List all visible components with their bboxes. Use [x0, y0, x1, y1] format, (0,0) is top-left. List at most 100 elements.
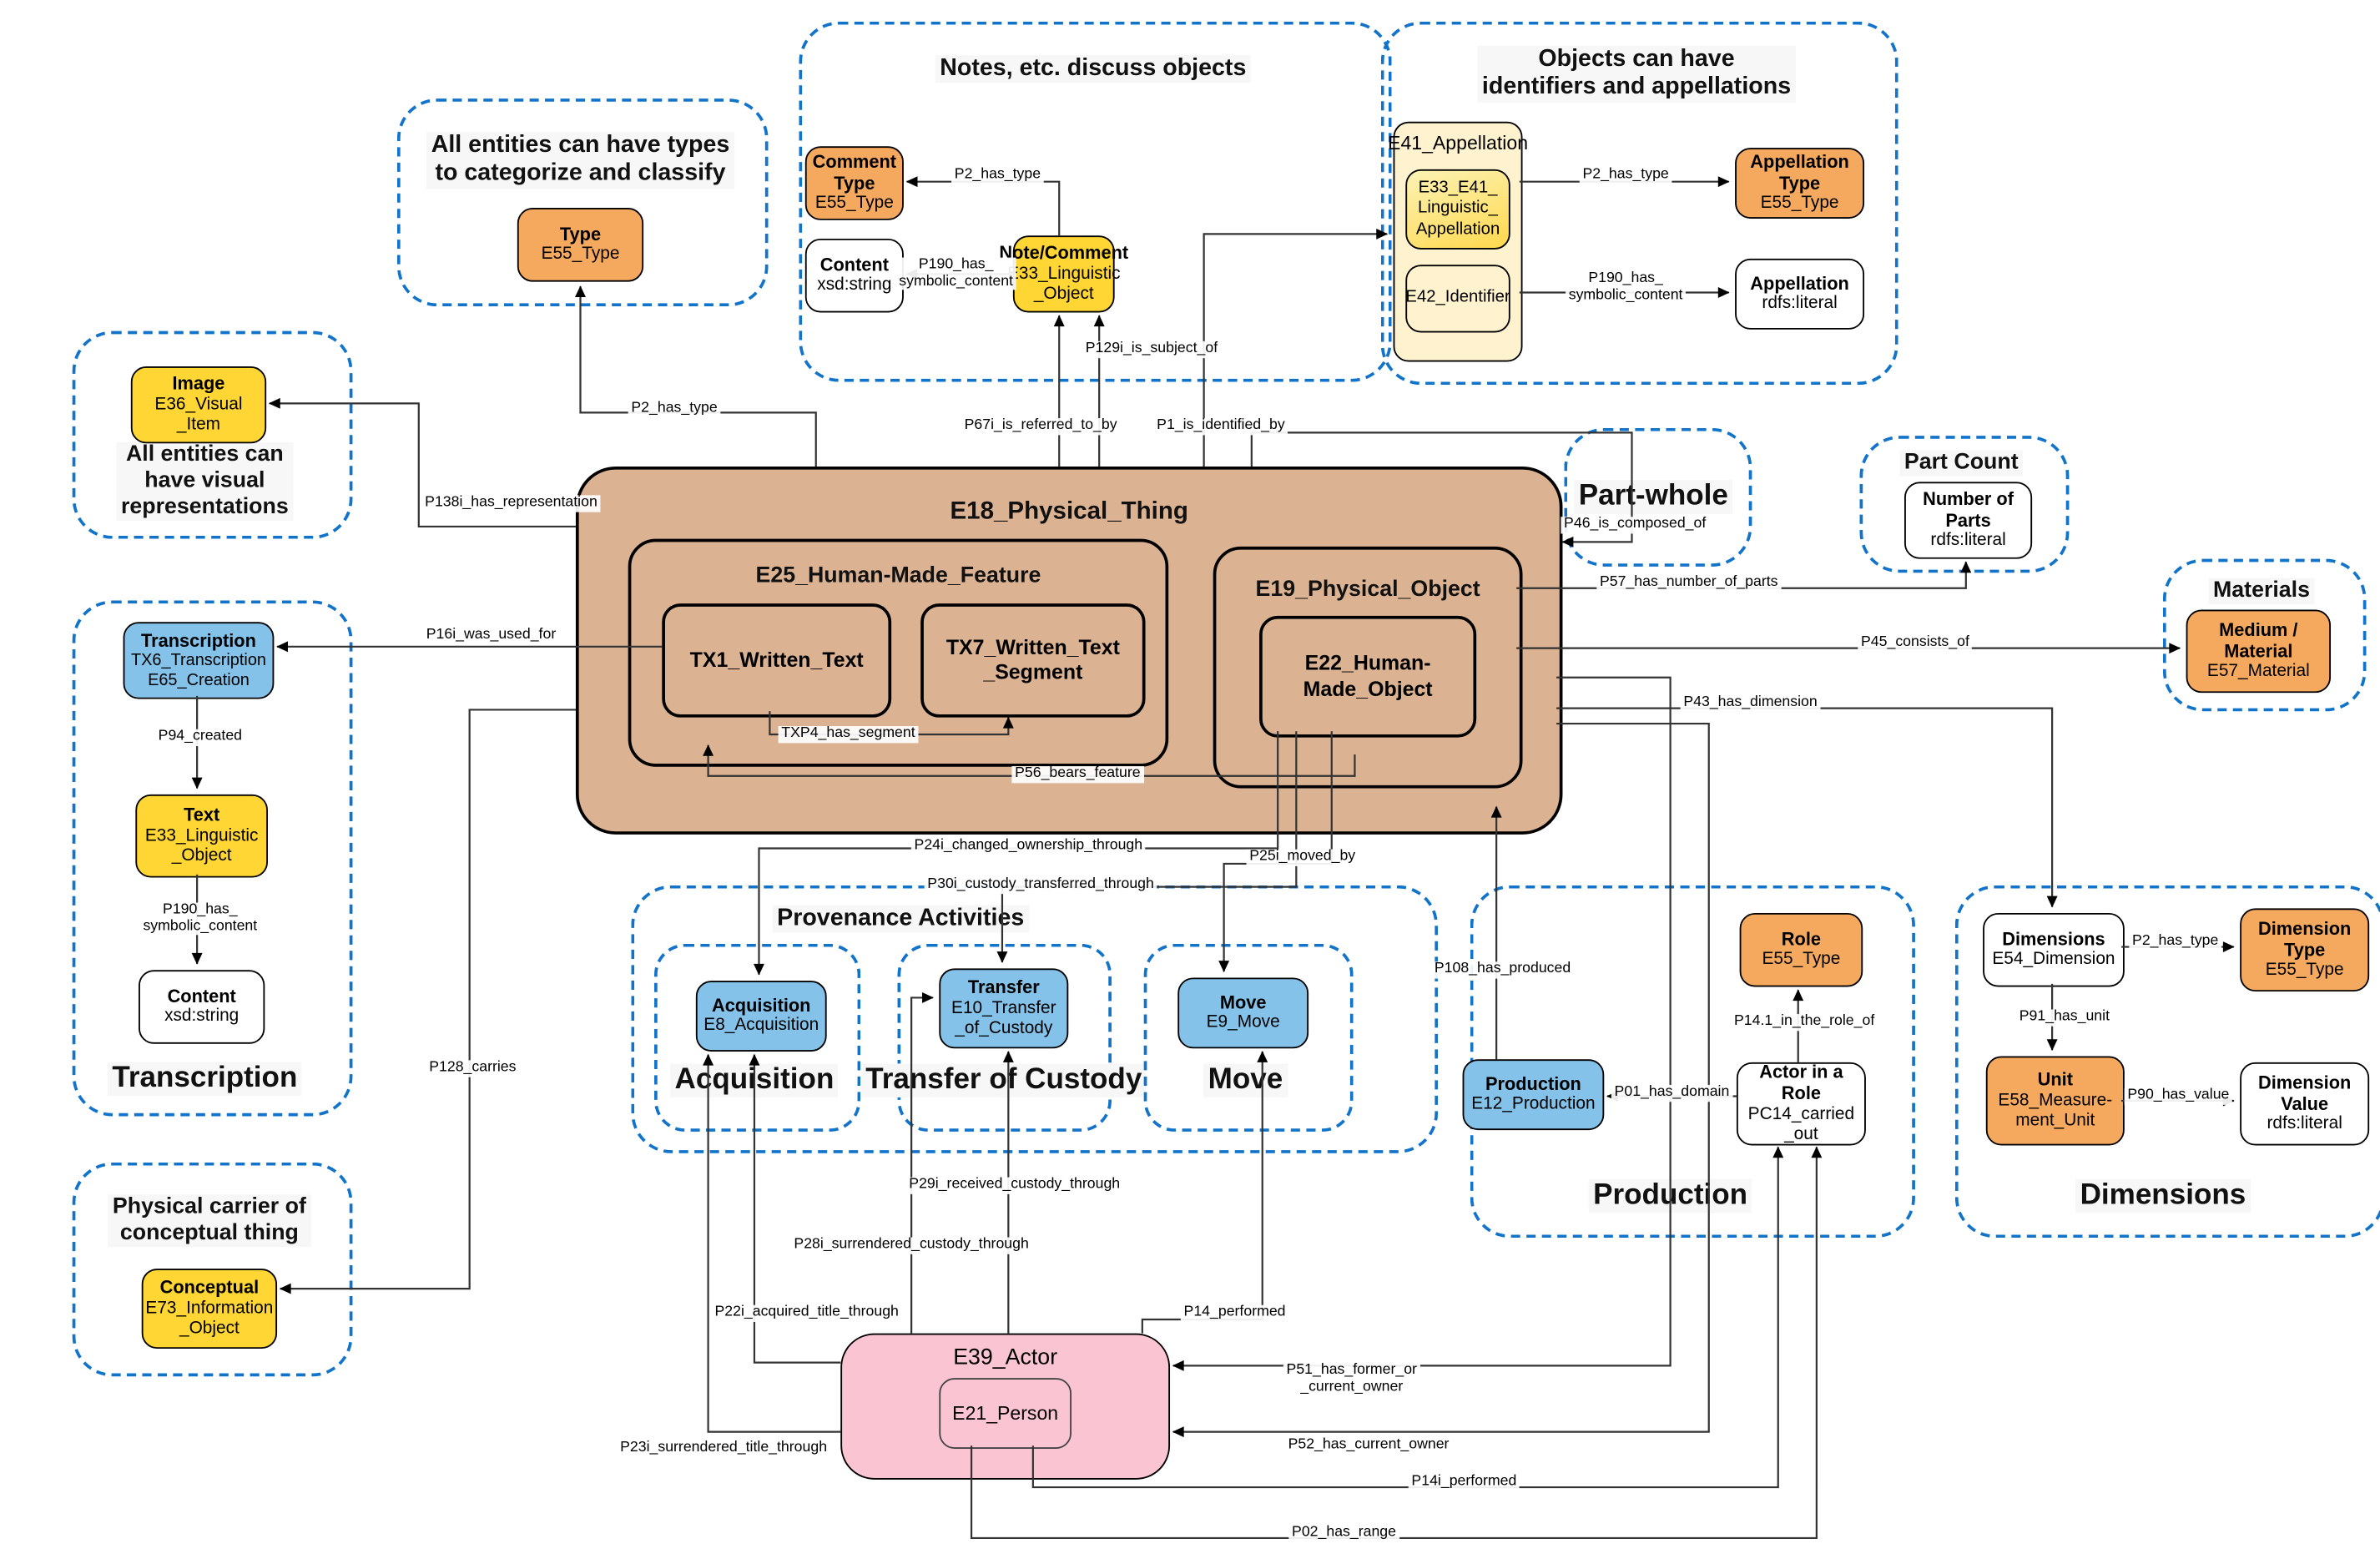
edge-label-p2-notes[interactable]: P2_has_type [951, 166, 1044, 184]
node-comment-type[interactable]: Comment Type E55_Type [804, 146, 904, 220]
region-carrier-title: Physical carrier of conceptual thing [108, 1194, 311, 1248]
region-identifiers[interactable] [1380, 21, 1898, 386]
node-dim-value-title: Dimension Value [2258, 1072, 2352, 1116]
edge-label-txp4[interactable]: TXP4_has_segment [778, 725, 919, 743]
node-text[interactable]: Text E33_Linguistic _Object [135, 794, 268, 878]
node-type[interactable]: Type E55_Type [517, 208, 644, 282]
edge-label-p01[interactable]: P01_has_domain [1611, 1084, 1733, 1102]
node-e22-human-made-object[interactable]: E22_Human- Made_Object [1259, 615, 1477, 738]
node-acquisition-title: Acquisition [711, 995, 811, 1017]
edge-label-p57[interactable]: P57_has_number_of_parts [1596, 574, 1782, 593]
edge-label-p190-left[interactable]: P190_has_ symbolic_content [139, 901, 260, 936]
region-notes-title: Notes, etc. discuss objects [935, 55, 1251, 83]
region-materials-title: Materials [2208, 578, 2315, 605]
node-appellation[interactable]: Appellation rdfs:literal [1735, 258, 1865, 330]
node-role[interactable]: Role E55_Type [1739, 912, 1863, 987]
edge-label-p2-dim[interactable]: P2_has_type [2129, 933, 2222, 951]
edge-label-p43[interactable]: P43_has_dimension [1680, 694, 1821, 712]
node-dim-type-sub: E55_Type [2265, 961, 2344, 980]
edge-label-p51[interactable]: P51_has_former_or _current_owner [1283, 1361, 1420, 1396]
node-role-sub: E55_Type [1762, 950, 1841, 969]
edge-label-p22i[interactable]: P22i_acquired_title_through [711, 1304, 902, 1322]
node-medium-material[interactable]: Medium / Material E57_Material [2186, 609, 2332, 694]
edge-label-p91[interactable]: P91_has_unit [2016, 1008, 2113, 1027]
region-partcount-title: Part Count [1899, 450, 2024, 477]
edge-label-p25i[interactable]: P25i_moved_by [1246, 848, 1359, 866]
edge-label-p23i[interactable]: P23i_surrendered_title_through [617, 1440, 830, 1457]
region-dimensions[interactable] [1954, 885, 2380, 1239]
node-tx7-title: TX7_Written_Text _Segment [945, 635, 1120, 684]
node-acquisition-sub: E8_Acquisition [703, 1017, 819, 1036]
node-content-notes[interactable]: Content xsd:string [804, 238, 904, 313]
edge-label-p138i[interactable]: P138i_has_representation [421, 494, 601, 512]
edge-label-p46[interactable]: P46_is_composed_of [1561, 516, 1709, 533]
node-appellation-title: Appellation [1750, 272, 1849, 295]
node-conceptual-sub: E73_Information _Object [145, 1299, 274, 1339]
node-number-of-parts[interactable]: Number of Parts rdfs:literal [1904, 482, 2033, 559]
edge-label-p45[interactable]: P45_consists_of [1858, 634, 1973, 653]
edge-label-p30i[interactable]: P30i_custody_transferred_through [924, 875, 1157, 894]
edge-label-p14i[interactable]: P14i_performed [1408, 1473, 1520, 1491]
node-app-type-title: Appellation Type [1750, 150, 1849, 194]
node-production[interactable]: Production E12_Production [1462, 1059, 1605, 1131]
region-materials[interactable] [2162, 558, 2367, 712]
node-e33-e41-linguistic-appellation[interactable]: E33_E41_ Linguistic_ Appellation [1405, 169, 1510, 250]
node-dim-type-title: Dimension Type [2258, 917, 2352, 961]
edge-label-p1[interactable]: P1_is_identified_by [1153, 417, 1288, 435]
node-conceptual[interactable]: Conceptual E73_Information _Object [141, 1269, 278, 1350]
node-content-left[interactable]: Content xsd:string [139, 970, 265, 1044]
node-e18-title: E18_Physical_Thing [950, 498, 1188, 526]
edge-label-p52[interactable]: P52_has_current_owner [1284, 1436, 1453, 1455]
node-type-title: Type [559, 223, 602, 245]
node-e21-person[interactable]: E21_Person [939, 1378, 1072, 1449]
edge-label-p29i[interactable]: P29i_received_custody_through [905, 1176, 1123, 1194]
node-appellation-type[interactable]: Appellation Type E55_Type [1735, 148, 1865, 219]
node-tx7-written-text-segment[interactable]: TX7_Written_Text _Segment [920, 603, 1146, 718]
node-actor-in-a-role[interactable]: Actor in a Role PC14_carried _out [1736, 1062, 1866, 1146]
node-content-left-sub: xsd:string [164, 1007, 240, 1027]
edge-label-p190-app[interactable]: P190_has_ symbolic_content [1566, 270, 1687, 305]
edge-label-p128[interactable]: P128_carries [426, 1059, 520, 1077]
node-transcription-title: Transcription [141, 629, 256, 652]
edge-label-p90[interactable]: P90_has_value [2124, 1087, 2233, 1105]
node-transfer-title: Transfer [967, 976, 1040, 999]
edge-label-p2-app[interactable]: P2_has_type [1579, 166, 1672, 184]
edge-label-p2-has-type-main[interactable]: P2_has_type [628, 400, 721, 418]
node-move[interactable]: Move E9_Move [1177, 977, 1309, 1049]
edge-label-p129i[interactable]: P129i_is_subject_of [1082, 340, 1221, 358]
node-transfer[interactable]: Transfer E10_Transfer _of_Custody [939, 968, 1069, 1049]
node-tx1-written-text[interactable]: TX1_Written_Text [662, 603, 892, 718]
node-dimension-value[interactable]: Dimension Value rdfs:literal [2240, 1062, 2370, 1146]
node-role-title: Role [1781, 928, 1821, 951]
node-unit[interactable]: Unit E58_Measure- ment_Unit [1985, 1056, 2125, 1146]
edge-label-p14-1[interactable]: P14.1_in_the_role_of [1731, 1013, 1878, 1031]
edge-label-p24i[interactable]: P24i_changed_ownership_through [910, 837, 1146, 855]
node-image[interactable]: Image E36_Visual _Item [130, 366, 267, 444]
edge-label-p16i[interactable]: P16i_was_used_for [423, 627, 559, 644]
node-note-comment[interactable]: Note/Comment E33_Linguistic _Object [999, 235, 1128, 313]
node-e42-identifier[interactable]: E42_Identifier [1405, 265, 1510, 333]
edge-label-p94[interactable]: P94_created [154, 728, 245, 746]
edge-label-p56[interactable]: P56_bears_feature [1011, 765, 1144, 783]
edge-label-p14[interactable]: P14_performed [1180, 1304, 1289, 1322]
edge-label-p190-notes[interactable]: P190_has_ symbolic_content [895, 256, 1016, 291]
node-type-sub: E55_Type [541, 245, 620, 265]
edge-label-p67i[interactable]: P67i_is_referred_to_by [961, 417, 1121, 435]
node-dimensions-title: Dimensions [2002, 928, 2105, 951]
node-e25-title: E25_Human-Made_Feature [755, 563, 1041, 588]
region-notes[interactable] [799, 21, 1392, 382]
node-note-sub: E33_Linguistic _Object [1006, 264, 1121, 304]
node-content-notes-sub: xsd:string [817, 275, 892, 295]
node-note-title: Note/Comment [999, 242, 1129, 265]
region-dimensions-title: Dimensions [2075, 1178, 2251, 1214]
node-acquisition[interactable]: Acquisition E8_Acquisition [695, 981, 827, 1052]
node-transcription[interactable]: Transcription TX6_Transcription E65_Crea… [123, 622, 275, 699]
node-e19-title: E19_Physical_Object [1255, 577, 1480, 603]
node-transcription-sub: TX6_Transcription E65_Creation [130, 651, 266, 690]
edge-label-p108[interactable]: P108_has_produced [1431, 961, 1574, 979]
node-dimension-type[interactable]: Dimension Type E55_Type [2240, 908, 2370, 992]
node-dimensions[interactable]: Dimensions E54_Dimension [1983, 912, 2125, 987]
edge-label-p28i[interactable]: P28i_surrendered_custody_through [790, 1236, 1032, 1254]
edge-label-p02[interactable]: P02_has_range [1288, 1524, 1399, 1542]
